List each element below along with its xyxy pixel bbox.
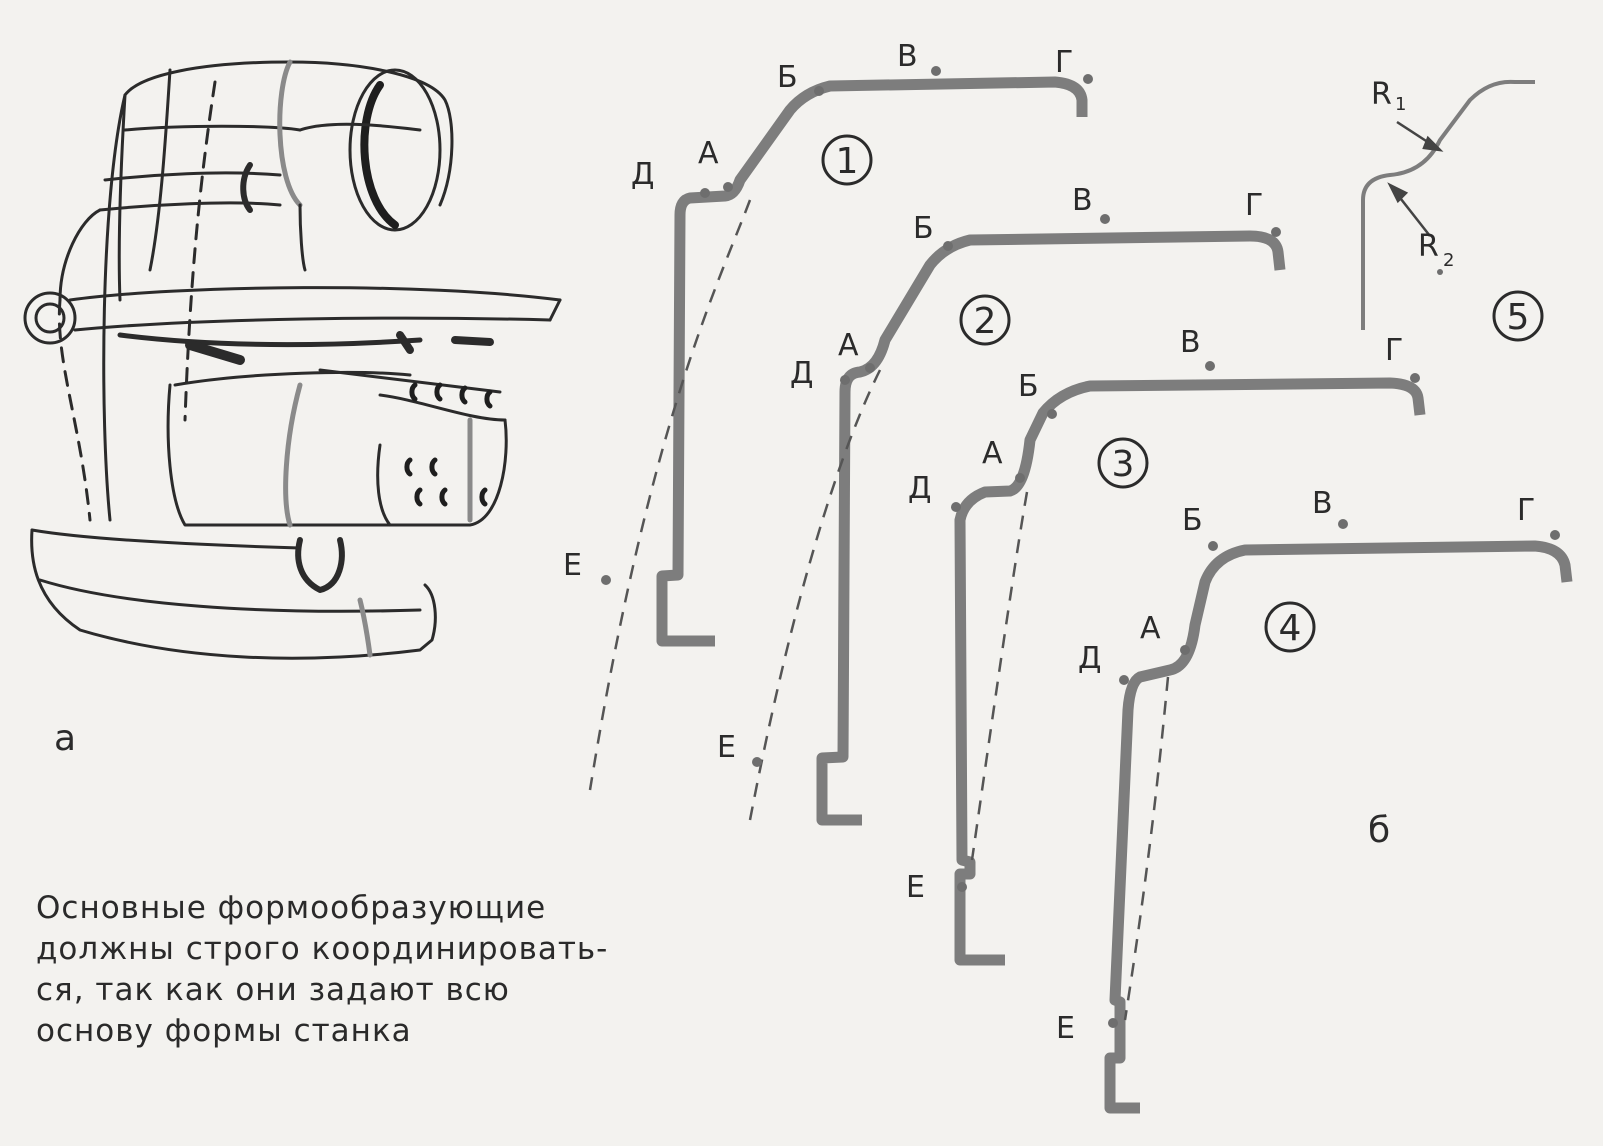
profile-3-point-e <box>957 882 967 892</box>
profile-4-point-v <box>1338 519 1348 529</box>
profile-3-number: 3 <box>1112 444 1135 485</box>
profile-1-point-v <box>931 66 941 76</box>
profile-1-label-g: Г <box>1055 45 1073 80</box>
profile-3-label-v: В <box>1180 325 1201 360</box>
profile-1-label-e: Е <box>563 548 582 583</box>
profile-2-point-g <box>1271 227 1281 237</box>
profile-2-point-e <box>752 757 762 767</box>
profile-1-number-circle <box>821 134 873 186</box>
profile-4-number-circle <box>1264 601 1316 653</box>
r1-subscript: 1 <box>1395 94 1406 115</box>
profile-3-label-e: Е <box>906 870 925 905</box>
profile-1-label-a: А <box>698 136 719 171</box>
profile-1-label-v: В <box>897 39 918 74</box>
profile-1-point-g <box>1083 74 1093 84</box>
profile-2-label-d: Д <box>790 356 813 391</box>
profile-2-outline <box>816 230 1286 826</box>
profile-2-label-e: Е <box>717 730 736 765</box>
profile-1-point-a <box>723 182 733 192</box>
profile-2-number: 2 <box>974 301 997 342</box>
caption-line-3: ся, так как они задают всю <box>36 972 510 1008</box>
r2-dot <box>1437 269 1443 275</box>
profile-1-point-b <box>814 86 824 96</box>
profile-4-point-b <box>1208 541 1218 551</box>
profile-3-point-a <box>1015 473 1025 483</box>
profile-1-number: 1 <box>836 141 859 182</box>
caption-line-2: должны строго координировать- <box>36 931 609 967</box>
profile-3-outline <box>954 377 1426 966</box>
profile-3-label-d: Д <box>908 471 931 506</box>
profile-3-dashed-curve <box>970 491 1029 861</box>
profile-2-number-circle <box>959 294 1011 346</box>
figure-caption: Основные формообразующие должны строго к… <box>36 888 716 1052</box>
profile-3-label-g: Г <box>1385 333 1403 368</box>
profile-4-outline <box>1104 540 1573 1114</box>
caption-line-4: основу формы станка <box>36 1013 412 1049</box>
profile-4-point-d <box>1119 675 1129 685</box>
profile-1-label-b: Б <box>777 60 798 95</box>
profile-4-point-g <box>1550 530 1560 540</box>
profile-2-point-a <box>865 363 875 373</box>
profile-3-label-b: Б <box>1018 369 1039 404</box>
profile-2-point-v <box>1100 214 1110 224</box>
r2-label: R <box>1418 229 1439 264</box>
profile-3-label-a: А <box>982 436 1003 471</box>
profile-2-point-d <box>840 375 850 385</box>
profile-3-point-v <box>1205 361 1215 371</box>
profile-4-label-g: Г <box>1517 493 1535 528</box>
r1-label: R <box>1371 77 1392 112</box>
detail-5-number-circle <box>1492 290 1544 342</box>
profile-4-label-a: А <box>1140 611 1161 646</box>
profile-2-label-v: В <box>1072 183 1093 218</box>
profile-4-label-v: В <box>1312 486 1333 521</box>
profile-3-point-d <box>951 502 961 512</box>
profile-2-label-b: Б <box>913 211 934 246</box>
profile-2-label-a: А <box>838 328 859 363</box>
profile-2-point-b <box>943 241 953 251</box>
profile-3-point-b <box>1047 409 1057 419</box>
profile-2-label-g: Г <box>1245 188 1263 223</box>
machine-tool-sketch <box>23 59 562 660</box>
profile-4-number: 4 <box>1279 608 1302 649</box>
profile-2-dashed-curve <box>748 369 882 821</box>
profile-4-label-b: Б <box>1182 503 1203 538</box>
profile-1-label-d: Д <box>631 157 654 192</box>
profile-4-dashed-curve <box>1123 676 1170 1021</box>
r2-subscript: 2 <box>1443 250 1454 271</box>
profile-3-point-g <box>1410 373 1420 383</box>
profile-4-point-a <box>1180 645 1190 655</box>
detail-5-number: 5 <box>1507 297 1530 338</box>
part-a-label: а <box>54 718 77 759</box>
part-b-label: б <box>1368 810 1391 851</box>
profile-4-label-e: Е <box>1056 1011 1075 1046</box>
profile-4-label-d: Д <box>1078 641 1101 676</box>
detail-5-curve <box>1361 79 1535 330</box>
profile-4-point-e <box>1108 1018 1118 1028</box>
profile-1-dashed-curve <box>588 199 752 791</box>
profile-1-outline <box>656 76 1088 647</box>
caption-line-1: Основные формообразующие <box>36 890 547 926</box>
profile-1-point-e <box>601 575 611 585</box>
profile-3-number-circle <box>1097 437 1149 489</box>
profile-1-point-d <box>700 188 710 198</box>
